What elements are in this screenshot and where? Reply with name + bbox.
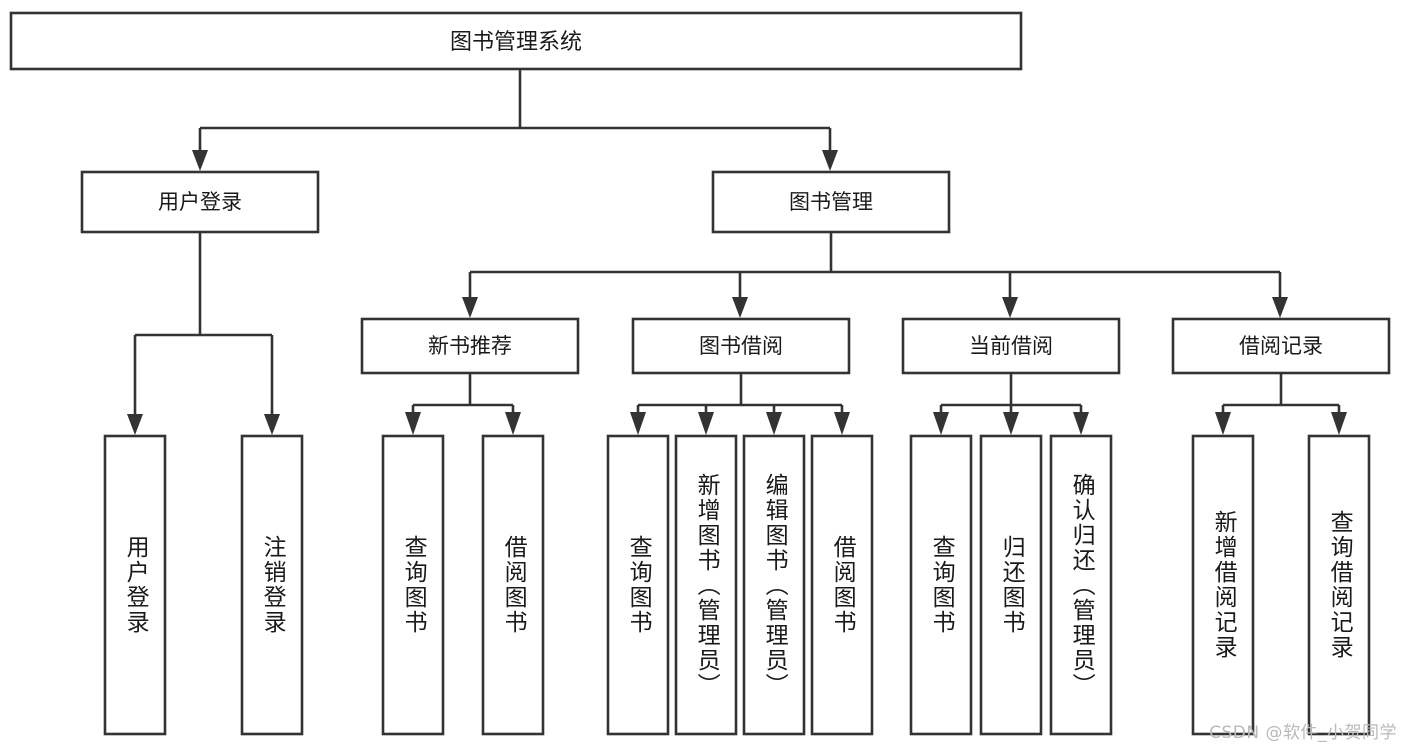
node-current-borrow-rect[interactable] (901, 317, 1121, 375)
arrow-icon (127, 414, 143, 435)
node-current-borrow[interactable]: 当前借阅 (901, 317, 1121, 375)
connector-book-management-to-level3 (462, 232, 1288, 318)
arrow-icon (1073, 412, 1089, 435)
node-borrow-record-label: 借阅记录 (1239, 334, 1323, 358)
leaf-rect-add-borrow-record[interactable] (1191, 434, 1255, 736)
node-new-book-recommend-rect[interactable] (360, 317, 580, 375)
leaf-rect-confirm-return-admin[interactable] (1049, 434, 1113, 736)
connector-new-book-recommend-to-leaves (405, 373, 521, 435)
leaf-rect-return-book[interactable] (979, 434, 1043, 736)
arrow-icon (264, 414, 280, 435)
arrow-icon (834, 412, 850, 435)
node-root-rect[interactable] (9, 11, 1023, 71)
arrow-icon (192, 150, 208, 171)
connector-user-login-to-leaves (127, 232, 280, 435)
node-book-borrow-label: 图书借阅 (699, 334, 783, 358)
arrow-icon (766, 412, 782, 435)
arrow-icon (698, 412, 714, 435)
node-user-login[interactable]: 用户登录 (80, 170, 320, 234)
leaf-rect-query-borrow-record[interactable] (1307, 434, 1371, 736)
arrow-icon (505, 412, 521, 435)
arrow-icon (732, 297, 748, 318)
node-borrow-record[interactable]: 借阅记录 (1171, 317, 1391, 375)
node-new-book-recommend-label: 新书推荐 (428, 334, 512, 358)
arrow-icon (405, 412, 421, 435)
leaf-rect-add-book-admin[interactable] (674, 434, 738, 736)
watermark-text: CSDN @软件_小贺同学 (1209, 723, 1397, 743)
arrow-icon (1215, 412, 1231, 435)
node-book-management[interactable]: 图书管理 (711, 170, 951, 234)
leaf-rect-logout[interactable] (240, 434, 304, 736)
connector-borrow-record-to-leaves (1215, 373, 1347, 435)
node-user-login-rect[interactable] (80, 170, 320, 234)
connector-book-borrow-to-leaves (630, 373, 850, 435)
arrow-icon (1331, 412, 1347, 435)
arrow-icon (933, 412, 949, 435)
arrow-icon (1272, 297, 1288, 318)
leaf-rect-edit-book-admin[interactable] (742, 434, 806, 736)
leaf-rect-user-login[interactable] (103, 434, 167, 736)
node-current-borrow-label: 当前借阅 (969, 334, 1053, 358)
arrow-icon (630, 412, 646, 435)
leaf-rect-borrow-book-recommend[interactable] (481, 434, 545, 736)
leaf-rect-query-book-borrow[interactable] (606, 434, 670, 736)
connector-root-to-level2 (192, 69, 838, 171)
connector-current-borrow-to-leaves (933, 373, 1089, 435)
leaf-rect-borrow-book[interactable] (810, 434, 874, 736)
arrow-icon (1003, 412, 1019, 435)
node-book-borrow[interactable]: 图书借阅 (631, 317, 851, 375)
leaf-rect-query-book-current[interactable] (909, 434, 973, 736)
node-root[interactable]: 图书管理系统 (9, 11, 1023, 71)
node-user-login-label: 用户登录 (158, 190, 242, 214)
node-new-book-recommend[interactable]: 新书推荐 (360, 317, 580, 375)
node-root-label: 图书管理系统 (450, 30, 582, 55)
arrow-icon (462, 297, 478, 318)
arrow-icon (1002, 297, 1018, 318)
leaf-rect-query-book-recommend[interactable] (381, 434, 445, 736)
node-book-management-label: 图书管理 (789, 190, 873, 214)
arrow-icon (822, 150, 838, 171)
